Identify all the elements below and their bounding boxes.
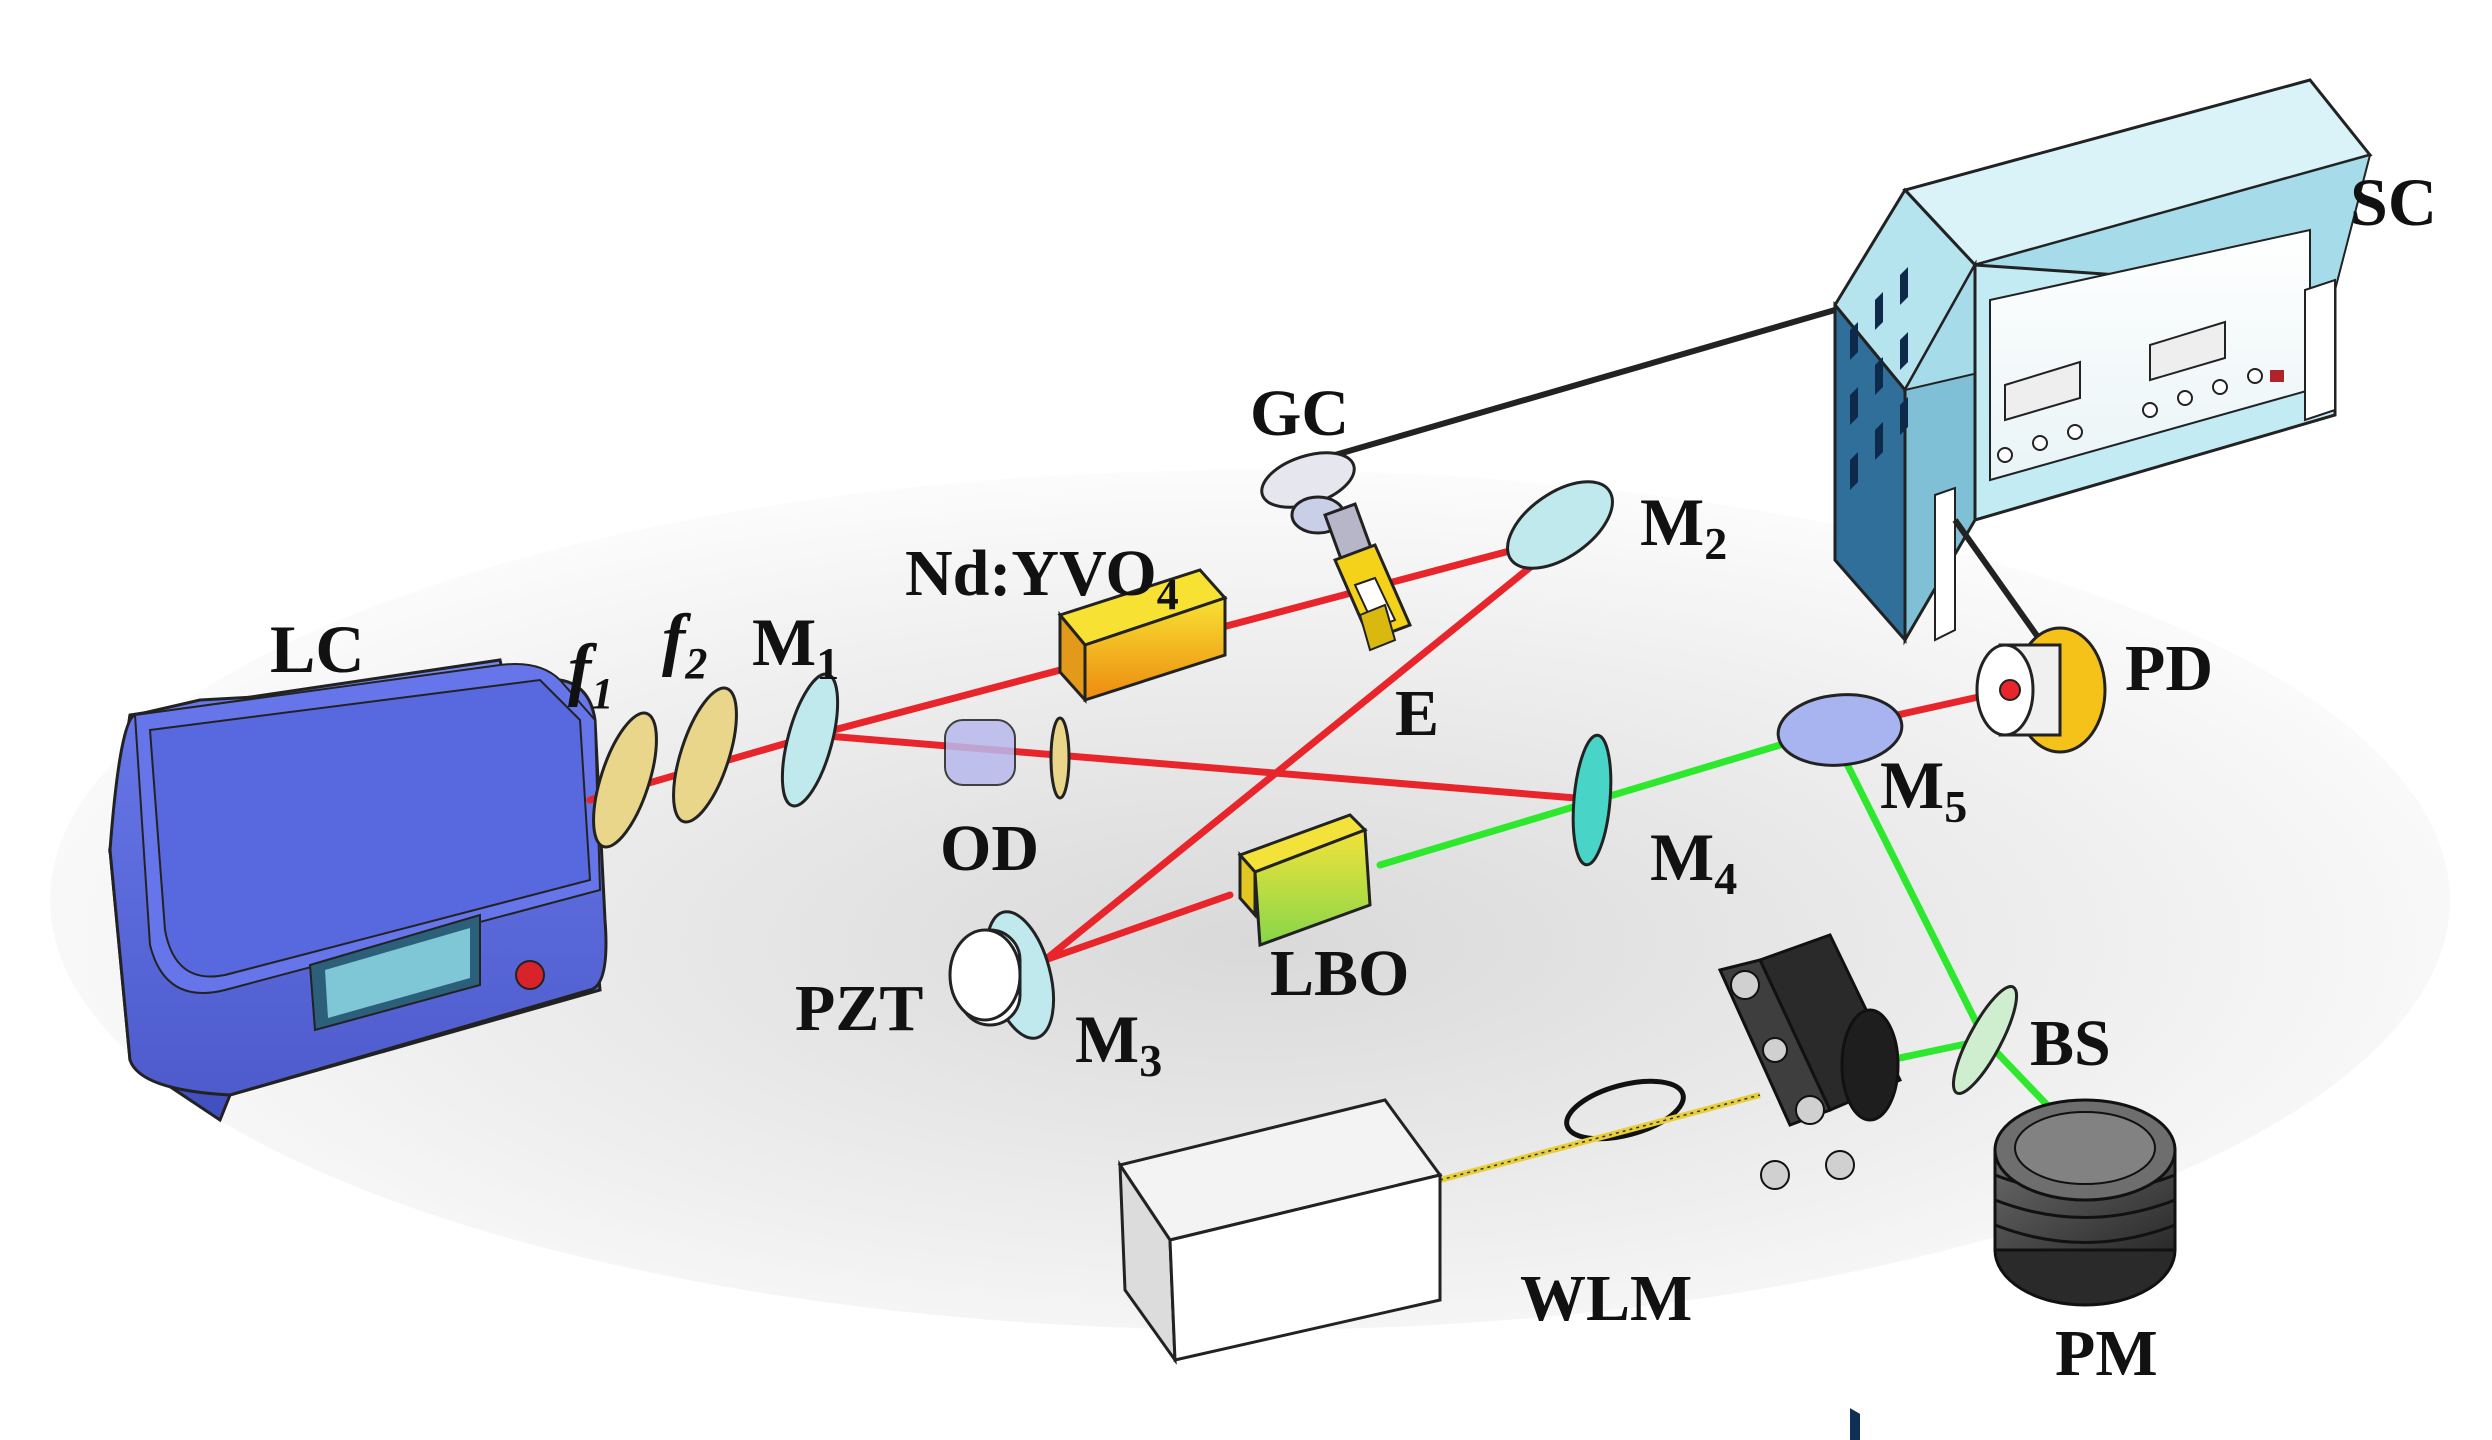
label-ndyvo4: Nd:YVO4 xyxy=(905,537,1179,619)
sc-knobs xyxy=(1997,368,2263,463)
label-m3: M3 xyxy=(1075,1001,1162,1086)
label-gc: GC xyxy=(1250,377,1349,450)
label-wlm: WLM xyxy=(1520,1262,1692,1335)
label-e: E xyxy=(1395,677,1439,750)
sc-display-right xyxy=(2149,320,2226,382)
beam-m2-m3 xyxy=(1041,531,1574,964)
label-pd: PD xyxy=(2125,632,2213,705)
pump-laser-lc xyxy=(107,658,608,1123)
servo-controller-sc xyxy=(1833,78,2373,1440)
label-lbo: LBO xyxy=(1270,937,1409,1010)
lbo-crystal xyxy=(1237,813,1372,948)
optical-diode-od xyxy=(944,716,1071,800)
beam-m3-m4 xyxy=(1041,891,1234,964)
galvo-gc xyxy=(1260,451,1413,652)
label-m4: M4 xyxy=(1650,819,1737,904)
power-meter-pm xyxy=(1993,1098,2177,1307)
sc-red-switch xyxy=(2270,370,2284,382)
label-sc: SC xyxy=(2350,164,2437,240)
label-m2: M2 xyxy=(1640,484,1727,569)
cable-gc-sc xyxy=(1334,307,1836,458)
label-bs: BS xyxy=(2030,1007,2111,1080)
label-pzt: PZT xyxy=(795,972,923,1045)
fiber-coupler xyxy=(1717,933,1903,1190)
sc-display-left xyxy=(2004,360,2081,422)
gain-medium-ndyvo4 xyxy=(1057,568,1228,704)
beam-m5-bs xyxy=(1826,726,1989,1044)
lens-f1 xyxy=(592,711,658,849)
label-lc: LC xyxy=(270,611,364,687)
label-od: OD xyxy=(940,812,1039,885)
label-m5: M5 xyxy=(1880,747,1967,832)
sc-vent-slots xyxy=(1850,267,1908,490)
mirror-m5 xyxy=(1776,693,1904,767)
mirror-m2 xyxy=(1506,480,1614,570)
label-pm: PM xyxy=(2055,1317,2158,1390)
fiber-loop xyxy=(1564,1078,1686,1142)
label-m1: M1 xyxy=(752,604,839,689)
wavelength-meter-wlm xyxy=(1117,1098,1443,1365)
photodetector-pd xyxy=(1975,626,2107,754)
mirror-m1 xyxy=(780,672,840,808)
cable-sc-pd xyxy=(1952,518,2043,642)
lc-red-button xyxy=(515,960,545,990)
lens-f2 xyxy=(672,686,738,824)
pzt-mirror-m3 xyxy=(948,910,1056,1040)
beam-splitter-bs xyxy=(1951,984,2019,1096)
mirror-m4 xyxy=(1571,733,1613,867)
